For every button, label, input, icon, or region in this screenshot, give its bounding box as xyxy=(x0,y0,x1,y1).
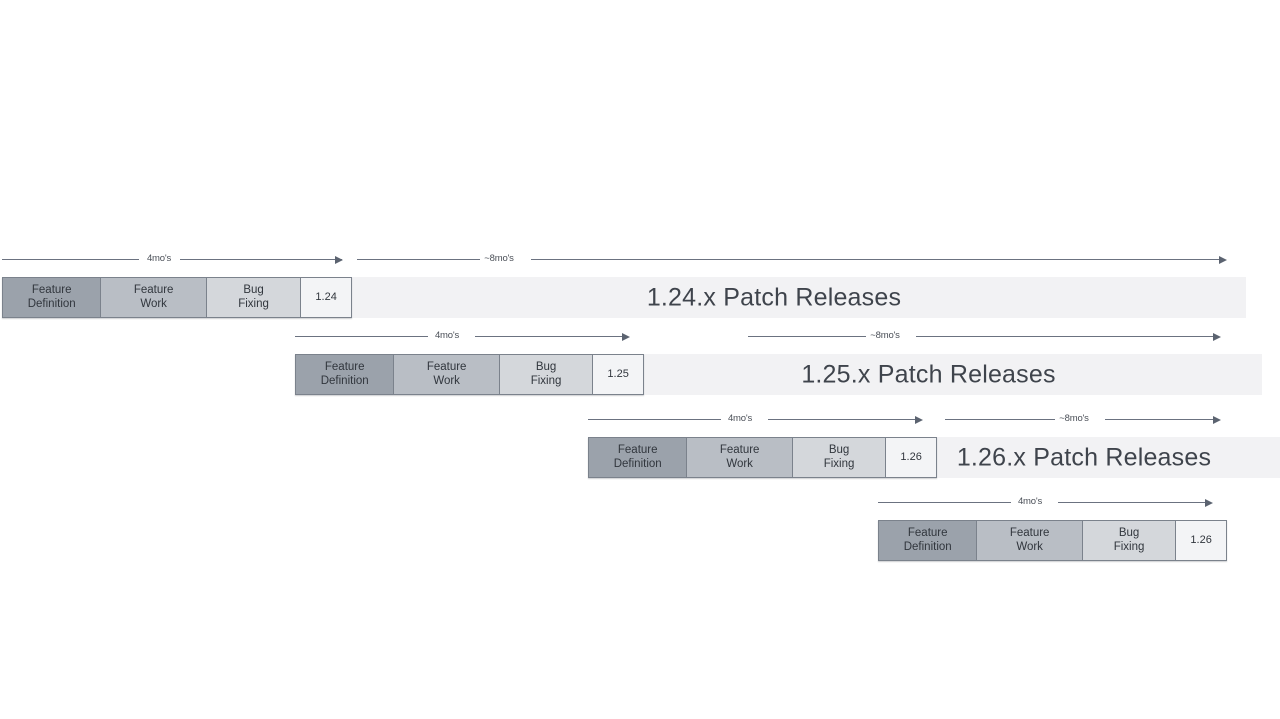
phase-feature-definition-label: Feature Definition xyxy=(27,283,76,310)
arrow-line-right xyxy=(916,336,1219,337)
arrow-head-icon xyxy=(1213,415,1221,424)
arrow-label-dev-cycle: 4mo's xyxy=(434,330,460,341)
arrow-line-right xyxy=(1058,502,1210,503)
arrow-line-left xyxy=(2,259,139,260)
arrow-line-right xyxy=(180,259,342,260)
arrow-head-icon xyxy=(915,415,923,424)
arrow-label-patch-window: ~8mo's xyxy=(1059,413,1089,424)
dev-cycle-arrow-1-24: 4mo's xyxy=(2,252,350,268)
dev-cycle-arrow-1-26: 4mo's xyxy=(588,412,933,428)
patch-window-arrow-1-24: ~8mo's xyxy=(357,252,1235,268)
phase-bug-fixing[interactable]: Bug Fixing xyxy=(1082,521,1177,560)
phase-strip-1-24: Feature Definition Feature Work Bug Fixi… xyxy=(2,277,352,318)
phase-feature-work-label: Feature Work xyxy=(1009,526,1050,553)
arrow-line-left xyxy=(748,336,866,337)
phase-feature-definition-label: Feature Definition xyxy=(613,443,662,470)
phase-feature-definition[interactable]: Feature Definition xyxy=(296,355,395,394)
phase-version-tag-1-26[interactable]: 1.26 xyxy=(886,438,936,477)
phase-version-tag-1-24[interactable]: 1.24 xyxy=(301,278,351,317)
phase-feature-definition-label: Feature Definition xyxy=(903,526,952,553)
arrow-head-icon xyxy=(1213,332,1221,341)
arrow-line-left xyxy=(878,502,1011,503)
arrow-line-right xyxy=(475,336,627,337)
phase-version-tag-1-26-next[interactable]: 1.26 xyxy=(1176,521,1226,560)
arrow-label-patch-window: ~8mo's xyxy=(870,330,900,341)
arrow-head-icon xyxy=(1219,255,1227,264)
arrow-line-left xyxy=(945,419,1055,420)
dev-cycle-arrow-1-25: 4mo's xyxy=(295,329,640,345)
arrow-line-right xyxy=(768,419,920,420)
phase-strip-1-26-next: Feature Definition Feature Work Bug Fixi… xyxy=(878,520,1227,561)
arrow-head-icon xyxy=(335,255,343,264)
phase-feature-definition-label: Feature Definition xyxy=(320,360,369,387)
phase-version-tag-1-25[interactable]: 1.25 xyxy=(593,355,643,394)
phase-feature-work[interactable]: Feature Work xyxy=(977,521,1083,560)
phase-feature-work[interactable]: Feature Work xyxy=(394,355,500,394)
patch-release-label-1-26: 1.26.x Patch Releases xyxy=(956,443,1212,471)
phase-feature-work-label: Feature Work xyxy=(133,283,174,310)
arrow-line-left xyxy=(357,259,480,260)
phase-strip-1-26: Feature Definition Feature Work Bug Fixi… xyxy=(588,437,937,478)
phase-strip-1-25: Feature Definition Feature Work Bug Fixi… xyxy=(295,354,644,395)
arrow-line-left xyxy=(588,419,721,420)
arrow-label-dev-cycle: 4mo's xyxy=(146,253,172,264)
arrow-line-left xyxy=(295,336,428,337)
arrow-label-dev-cycle: 4mo's xyxy=(727,413,753,424)
phase-feature-work[interactable]: Feature Work xyxy=(687,438,793,477)
arrow-head-icon xyxy=(1205,498,1213,507)
arrow-head-icon xyxy=(622,332,630,341)
patch-window-arrow-1-26: ~8mo's xyxy=(945,412,1235,428)
patch-release-label-1-24: 1.24.x Patch Releases xyxy=(646,283,902,311)
phase-feature-work[interactable]: Feature Work xyxy=(101,278,207,317)
phase-bug-fixing[interactable]: Bug Fixing xyxy=(499,355,594,394)
phase-bug-fixing[interactable]: Bug Fixing xyxy=(206,278,302,317)
phase-bug-fixing-label: Bug Fixing xyxy=(1113,526,1145,553)
phase-feature-definition[interactable]: Feature Definition xyxy=(879,521,978,560)
dev-cycle-arrow-1-26-next: 4mo's xyxy=(878,495,1223,511)
arrow-line-right xyxy=(1105,419,1219,420)
phase-feature-definition[interactable]: Feature Definition xyxy=(3,278,102,317)
phase-bug-fixing-label: Bug Fixing xyxy=(823,443,855,470)
arrow-line-right xyxy=(531,259,1225,260)
patch-release-label-1-25: 1.25.x Patch Releases xyxy=(801,360,1056,388)
patch-window-arrow-1-25: ~8mo's xyxy=(748,329,1235,345)
phase-feature-work-label: Feature Work xyxy=(426,360,467,387)
arrow-label-dev-cycle: 4mo's xyxy=(1017,496,1043,507)
phase-feature-definition[interactable]: Feature Definition xyxy=(589,438,688,477)
phase-bug-fixing-label: Bug Fixing xyxy=(530,360,562,387)
phase-feature-work-label: Feature Work xyxy=(719,443,760,470)
phase-bug-fixing[interactable]: Bug Fixing xyxy=(792,438,887,477)
phase-bug-fixing-label: Bug Fixing xyxy=(238,283,269,310)
arrow-label-patch-window: ~8mo's xyxy=(484,253,514,264)
